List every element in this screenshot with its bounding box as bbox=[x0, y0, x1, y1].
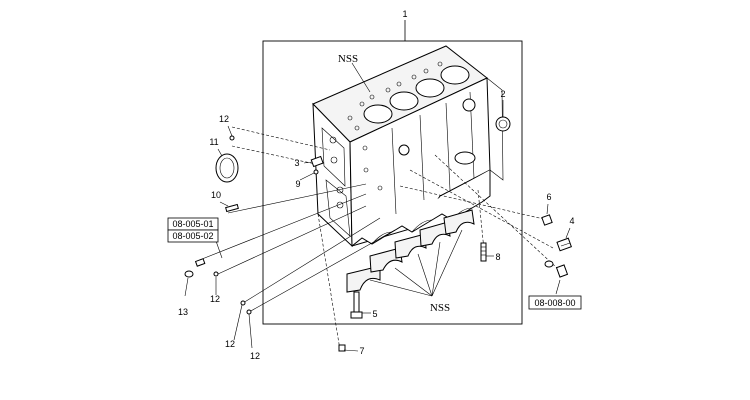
callout-8: 8 bbox=[495, 252, 500, 262]
callout-11: 11 bbox=[209, 137, 218, 147]
part-12-pin-top bbox=[229, 135, 235, 141]
oil-pipe-end bbox=[194, 258, 206, 267]
main-bearing-caps bbox=[346, 209, 475, 293]
callout-12-mid: 12 bbox=[210, 294, 220, 304]
reference-link-08-005-01[interactable]: 08-005-01 bbox=[167, 217, 219, 231]
callout-6: 6 bbox=[546, 192, 551, 202]
svg-text:08-005-01: 08-005-01 bbox=[172, 219, 213, 229]
part-11-ring bbox=[215, 153, 239, 183]
callout-12-bottom: 12 bbox=[250, 351, 260, 361]
callout-12-low: 12 bbox=[225, 339, 235, 349]
callout-12-top: 12 bbox=[219, 114, 229, 124]
part-13-plug bbox=[184, 270, 194, 278]
part-2-seal bbox=[495, 116, 511, 132]
nss-label-bottom: NSS bbox=[430, 302, 450, 314]
nss-label-top: NSS bbox=[338, 53, 358, 65]
callout-4: 4 bbox=[569, 216, 574, 226]
callout-13: 13 bbox=[178, 307, 188, 317]
part-8-stud bbox=[480, 242, 487, 262]
part-10-stud bbox=[225, 203, 239, 213]
reference-link-08-008-00[interactable]: 08-008-00 bbox=[528, 295, 582, 310]
callout-1: 1 bbox=[402, 9, 407, 19]
part-12-pin-b bbox=[240, 300, 246, 306]
part-4-plug bbox=[556, 237, 572, 252]
callout-7: 7 bbox=[359, 346, 364, 356]
svg-text:08-005-02: 08-005-02 bbox=[172, 231, 213, 241]
callout-9: 9 bbox=[295, 179, 300, 189]
part-9-plug bbox=[313, 169, 319, 175]
callout-2: 2 bbox=[500, 89, 505, 99]
oil-fitting bbox=[544, 260, 569, 278]
cylinder-block bbox=[312, 45, 504, 248]
svg-text:08-008-00: 08-008-00 bbox=[534, 298, 575, 308]
callout-3: 3 bbox=[294, 158, 299, 168]
callout-5: 5 bbox=[372, 309, 377, 319]
part-3-plug bbox=[310, 155, 324, 168]
part-5-bolt bbox=[350, 291, 363, 319]
part-6-plug bbox=[541, 214, 553, 226]
part-12-pin-a bbox=[213, 271, 219, 277]
part-12-pin-c bbox=[246, 309, 252, 315]
assembly-frame bbox=[262, 40, 523, 325]
part-7-plug bbox=[338, 344, 346, 352]
reference-link-08-005-02[interactable]: 08-005-02 bbox=[167, 229, 219, 243]
callout-10: 10 bbox=[211, 190, 221, 200]
